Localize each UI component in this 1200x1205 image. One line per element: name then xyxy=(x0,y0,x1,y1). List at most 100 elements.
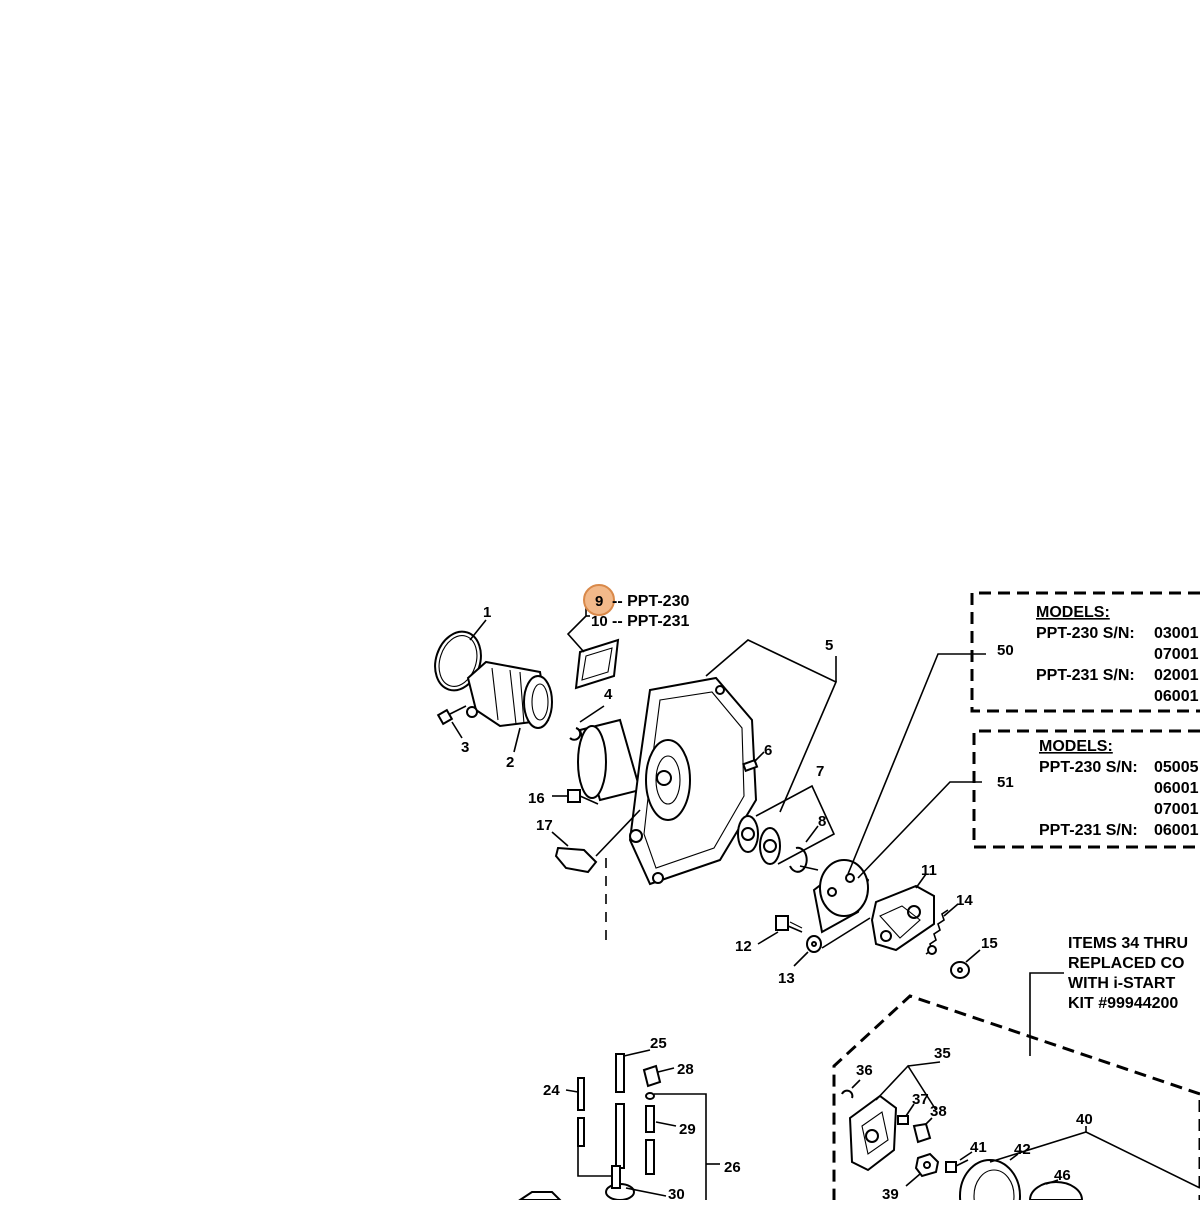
part-label-25[interactable]: 25 xyxy=(650,1035,667,1052)
leader-3 xyxy=(451,721,463,739)
part-9-hotspot[interactable] xyxy=(583,584,615,616)
part-label-16[interactable]: 16 xyxy=(528,790,545,807)
part-label-30[interactable]: 30 xyxy=(668,1186,685,1203)
leader-38 xyxy=(925,1117,933,1125)
part-label-50[interactable]: 50 xyxy=(997,642,1014,659)
part-label-36[interactable]: 36 xyxy=(856,1062,873,1079)
leader-25 xyxy=(623,1049,651,1057)
part-label-38[interactable]: 38 xyxy=(930,1103,947,1120)
leader-11 xyxy=(915,873,927,889)
part-label-4[interactable]: 4 xyxy=(604,686,613,703)
washer-13-drawing xyxy=(806,935,822,953)
variant-label-10: -- PPT-231 xyxy=(612,613,689,630)
leader-26-bracket xyxy=(654,1093,707,1200)
box50-row2-sn: 07001 xyxy=(1154,646,1199,663)
clip-4-drawing xyxy=(569,727,582,741)
part-label-28[interactable]: 28 xyxy=(677,1061,694,1078)
part-label-24[interactable]: 24 xyxy=(543,1082,560,1099)
cap-36-drawing xyxy=(841,1089,854,1099)
leader-14 xyxy=(943,903,959,917)
part-label-5[interactable]: 5 xyxy=(825,637,833,654)
part-label-42[interactable]: 42 xyxy=(1014,1141,1031,1158)
spring-14-drawing xyxy=(925,909,949,955)
part-label-10[interactable]: 10 xyxy=(591,613,608,630)
leader-15 xyxy=(965,949,981,963)
leader-8 xyxy=(805,825,819,843)
leader-5 xyxy=(705,639,838,813)
leader-4 xyxy=(579,705,605,723)
bolt-12-drawing xyxy=(775,915,803,933)
pin-37-drawing xyxy=(897,1115,909,1125)
screw-3-drawing xyxy=(436,705,467,726)
part-label-35[interactable]: 35 xyxy=(934,1045,951,1062)
weight-38-drawing xyxy=(912,1122,932,1144)
washer-15-drawing xyxy=(950,961,970,979)
part-label-37[interactable]: 37 xyxy=(912,1091,929,1108)
note-line-4: KIT #99944200 xyxy=(1068,995,1178,1012)
leader-29 xyxy=(655,1121,677,1127)
box50-row4-sn: 06001 xyxy=(1154,688,1199,705)
part-label-2[interactable]: 2 xyxy=(506,754,514,771)
nut-39-drawing xyxy=(914,1152,940,1178)
leader-note xyxy=(1029,972,1064,1056)
leader-6 xyxy=(753,751,765,763)
leader-39 xyxy=(905,1173,921,1187)
part-label-3[interactable]: 3 xyxy=(461,739,469,756)
leader-24 xyxy=(565,1089,579,1093)
box51-row1-model: PPT-230 S/N: xyxy=(1039,759,1138,776)
part-label-14[interactable]: 14 xyxy=(956,892,973,909)
box51-row4-model: PPT-231 S/N: xyxy=(1039,822,1138,839)
istart-box xyxy=(832,994,1200,1200)
pulley-42-drawing xyxy=(959,1159,1084,1205)
leader-2 xyxy=(513,727,521,753)
part-label-51[interactable]: 51 xyxy=(997,774,1014,791)
box51-row3-sn: 07001 xyxy=(1154,801,1199,818)
leader-28 xyxy=(657,1067,675,1073)
gasket-drawing xyxy=(574,638,620,690)
leader-12 xyxy=(757,931,779,945)
plug-28-drawing xyxy=(642,1064,662,1088)
box50-heading: MODELS: xyxy=(1036,604,1110,621)
part-label-40[interactable]: 40 xyxy=(1076,1111,1093,1128)
part-label-12[interactable]: 12 xyxy=(735,938,752,955)
part-label-6[interactable]: 6 xyxy=(764,742,772,759)
box51-row4-sn: 06001 xyxy=(1154,822,1199,839)
part-label-17[interactable]: 17 xyxy=(536,817,553,834)
leader-1 xyxy=(469,619,487,641)
leader-24b xyxy=(577,1146,612,1177)
part-label-15[interactable]: 15 xyxy=(981,935,998,952)
part-label-8[interactable]: 8 xyxy=(818,813,826,830)
leader-17b xyxy=(595,809,641,857)
box50-row1-model: PPT-230 S/N: xyxy=(1036,625,1135,642)
leader-50 xyxy=(847,653,986,875)
part-label-39[interactable]: 39 xyxy=(882,1186,899,1203)
leader-36 xyxy=(851,1079,861,1089)
model-box-50 xyxy=(970,591,1200,713)
part-label-41[interactable]: 41 xyxy=(970,1139,987,1156)
pin-6-drawing xyxy=(742,758,759,773)
leader-11b xyxy=(821,917,871,949)
part-label-7[interactable]: 7 xyxy=(816,763,824,780)
part-label-9[interactable]: 9 xyxy=(595,593,603,610)
box50-row1-sn: 03001 xyxy=(1154,625,1199,642)
part-label-29[interactable]: 29 xyxy=(679,1121,696,1138)
part-label-26[interactable]: 26 xyxy=(724,1159,741,1176)
pawl-35-drawing xyxy=(848,1094,898,1172)
part-label-1[interactable]: 1 xyxy=(483,604,491,621)
box50-row3-model: PPT-231 S/N: xyxy=(1036,667,1135,684)
coupling-drawing xyxy=(466,660,553,729)
leader-51 xyxy=(857,781,982,879)
leader-30 xyxy=(625,1187,667,1197)
bracket-17-drawing xyxy=(554,846,598,874)
part-label-46[interactable]: 46 xyxy=(1054,1167,1071,1184)
tube-24-drawing xyxy=(577,1077,585,1147)
leader-42 xyxy=(1009,1153,1019,1161)
filter-30-drawing xyxy=(516,1165,635,1201)
box50-row3-sn: 02001 xyxy=(1154,667,1199,684)
gear-housing-drawing xyxy=(577,676,758,886)
leader-9-10 xyxy=(566,598,587,653)
part-label-11[interactable]: 11 xyxy=(921,862,937,879)
snap-ring-8-drawing xyxy=(789,846,808,873)
part-label-13[interactable]: 13 xyxy=(778,970,795,987)
